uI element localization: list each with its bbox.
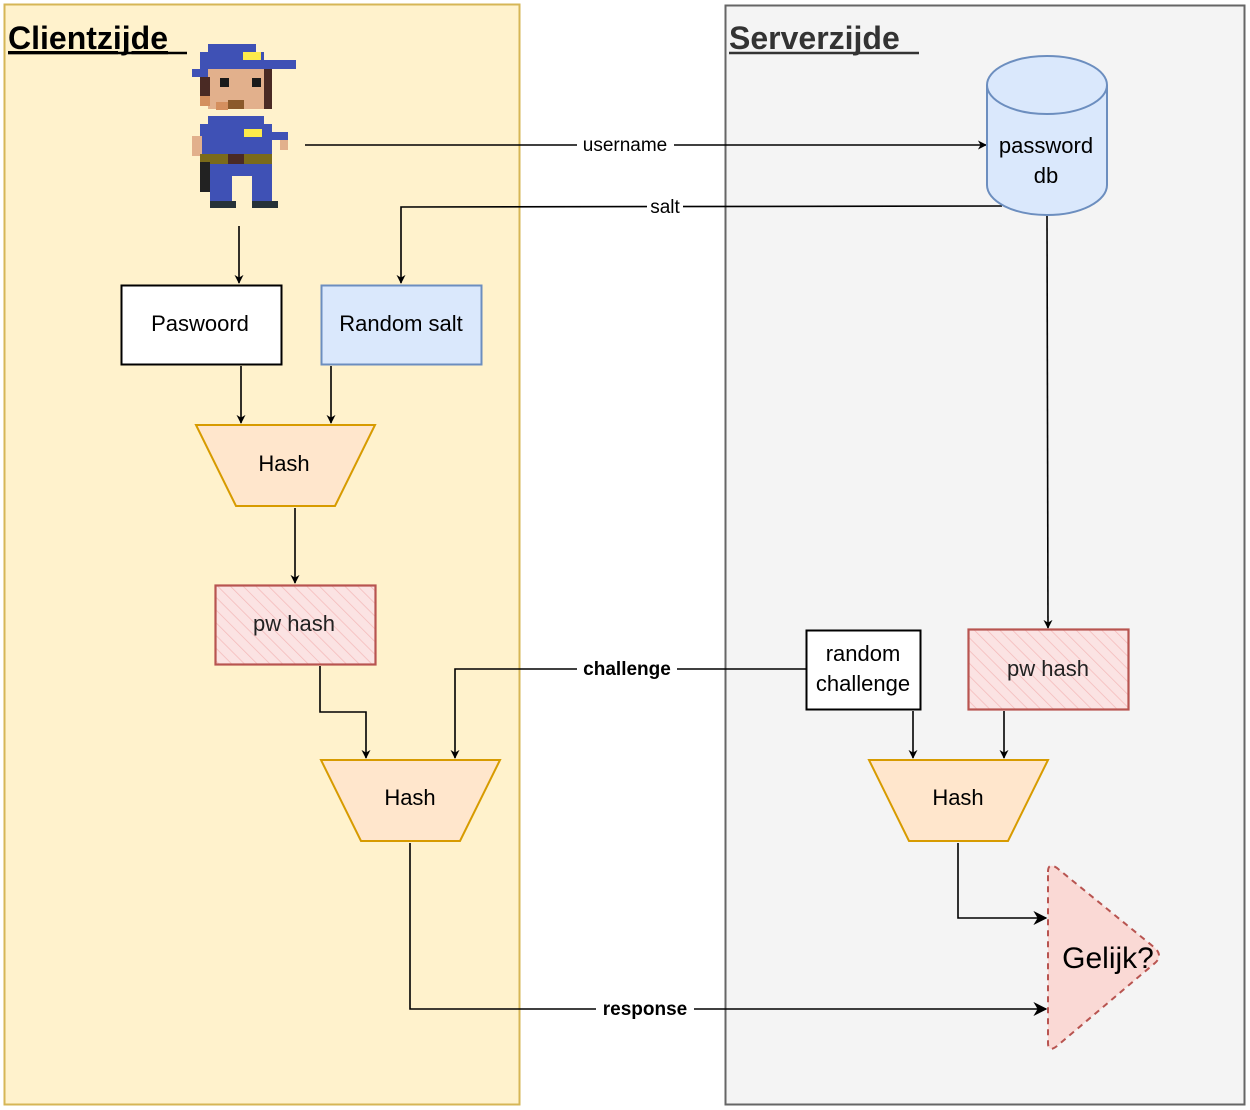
edge-pwhash-to-hash2 — [319, 666, 371, 759]
svg-text:challenge: challenge — [816, 671, 910, 696]
svg-text:Hash: Hash — [258, 451, 309, 476]
edge-label-response: response — [596, 999, 694, 1020]
pw-hash-node-server[interactable]: pw hash — [967, 628, 1130, 711]
password-db-node[interactable]: password db — [986, 55, 1108, 216]
server-panel-title: Serverzijde — [729, 20, 900, 56]
random-salt-node[interactable]: Random salt — [320, 284, 483, 366]
svg-text:random: random — [826, 641, 901, 666]
edge-challenge — [450, 668, 806, 759]
pixel-police-officer-icon — [192, 44, 296, 208]
edge-label-challenge: challenge — [577, 659, 677, 680]
server-panel: Serverzijde — [724, 4, 1246, 1106]
svg-text:db: db — [1034, 163, 1058, 188]
edges — [234, 140, 1053, 1016]
svg-text:Hash: Hash — [932, 785, 983, 810]
client-panel-title: Clientzijde — [8, 20, 168, 56]
edge-db-to-pwhash — [1043, 215, 1053, 629]
hash-node-client-1[interactable]: Hash — [194, 424, 377, 507]
edge-hash-server-to-equal — [957, 843, 1048, 925]
edge-response — [409, 843, 1048, 1016]
random-challenge-node[interactable]: random challenge — [805, 629, 922, 711]
svg-text:Paswoord: Paswoord — [151, 311, 249, 336]
svg-text:Hash: Hash — [384, 785, 435, 810]
svg-text:Random salt: Random salt — [339, 311, 463, 336]
password-node[interactable]: Paswoord — [120, 284, 283, 366]
svg-text:salt: salt — [650, 197, 680, 218]
svg-text:challenge: challenge — [583, 659, 671, 680]
svg-text:password: password — [999, 133, 1093, 158]
svg-text:pw hash: pw hash — [253, 611, 335, 636]
edge-label-username: username — [577, 135, 674, 156]
hash-node-server[interactable]: Hash — [867, 759, 1050, 842]
svg-text:response: response — [603, 999, 687, 1020]
equal-check-node[interactable]: Gelijk? — [1047, 864, 1160, 1050]
edge-salt — [396, 205, 1003, 284]
hash-node-client-2[interactable]: Hash — [319, 759, 502, 842]
svg-text:Gelijk?: Gelijk? — [1062, 942, 1154, 975]
pw-hash-node-client[interactable]: pw hash — [214, 584, 377, 666]
svg-text:pw hash: pw hash — [1007, 656, 1089, 681]
edge-label-salt: salt — [647, 197, 683, 218]
svg-text:username: username — [583, 135, 668, 156]
